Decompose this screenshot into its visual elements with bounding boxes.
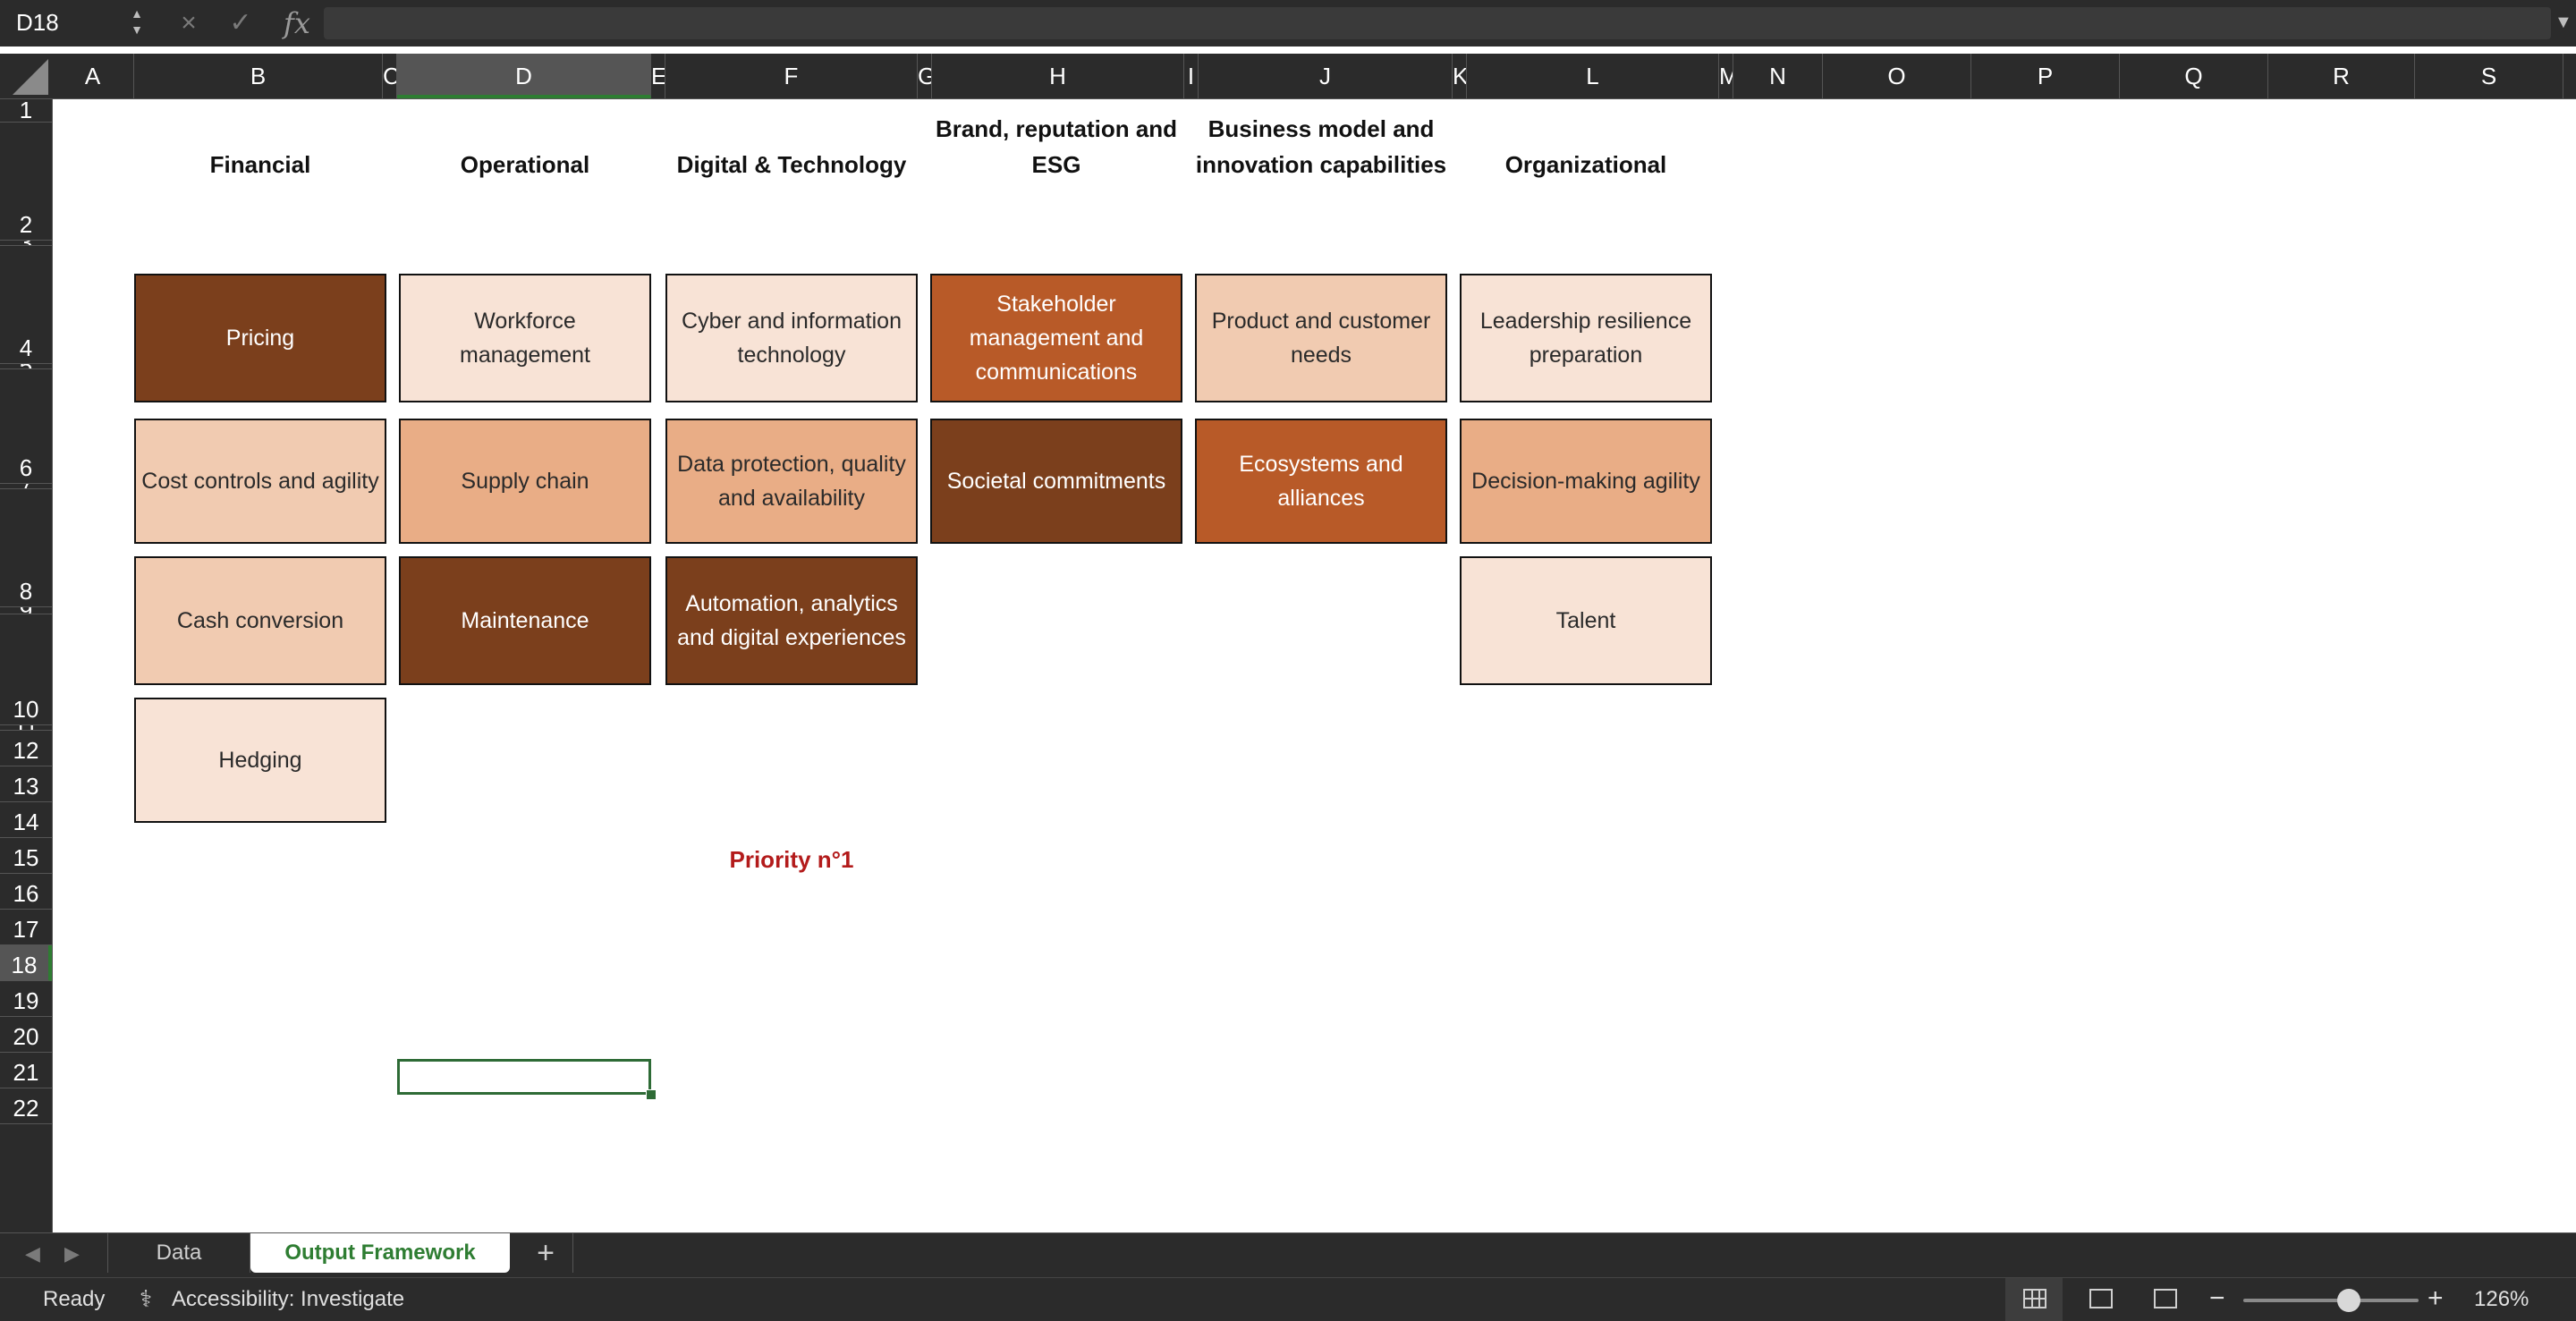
add-sheet-button[interactable]: + [519,1233,573,1273]
sheet-tab-bar: ◀ ▶ Data Output Framework + [0,1232,2576,1278]
zoom-slider-thumb[interactable] [2336,1289,2360,1312]
row-header-20[interactable]: 20 [0,1017,52,1053]
column-header-r[interactable]: R [2268,54,2415,98]
tile-supply-chain[interactable]: Supply chain [399,419,651,544]
row-header-5[interactable]: 5 [0,364,52,369]
category-title-operational[interactable]: Operational [460,151,590,178]
name-box-stepper-icon[interactable]: ▲▼ [131,6,143,37]
category-title-organizational[interactable]: Organizational [1504,151,1667,178]
tile-hedging[interactable]: Hedging [134,698,386,823]
column-header-m[interactable]: M [1719,54,1733,98]
category-title-digital[interactable]: Digital & Technology [676,151,907,178]
tile-maintenance[interactable]: Maintenance [399,556,651,685]
column-header-l[interactable]: L [1467,54,1719,98]
zoom-out-button[interactable]: − [2209,1283,2225,1313]
row-headers: 12345678910111213141516171819202122 [0,99,53,1232]
row-header-4[interactable]: 4 [0,246,52,364]
tile-workforce-management[interactable]: Workforce management [399,274,651,402]
column-header-p[interactable]: P [1971,54,2120,98]
category-title-brand[interactable]: Brand, reputation and ESG [935,115,1178,178]
next-sheet-icon[interactable]: ▶ [64,1242,80,1265]
row-header-7[interactable]: 7 [0,484,52,489]
column-header-k[interactable]: K [1453,54,1467,98]
column-header-b[interactable]: B [134,54,383,98]
row-header-9[interactable]: 9 [0,607,52,614]
tile-stakeholder-management[interactable]: Stakeholder management and communication… [930,274,1182,402]
column-header-f[interactable]: F [665,54,918,98]
row-header-17[interactable]: 17 [0,910,52,945]
priority-label[interactable]: Priority n°1 [729,846,854,873]
row-header-16[interactable]: 16 [0,874,52,910]
tile-pricing[interactable]: Pricing [134,274,386,402]
status-bar: Ready ⚕ Accessibility: Investigate − + 1… [0,1277,2576,1321]
sheet-tab-output-framework[interactable]: Output Framework [250,1233,510,1273]
row-header-18[interactable]: 18 [0,945,52,981]
page-layout-icon[interactable] [2089,1289,2113,1308]
tile-ecosystems-alliances[interactable]: Ecosystems and alliances [1195,419,1447,544]
column-header-n[interactable]: N [1733,54,1823,98]
row-header-15[interactable]: 15 [0,838,52,874]
tile-leadership-resilience[interactable]: Leadership resilience preparation [1460,274,1712,402]
row-header-1[interactable]: 1 [0,99,52,123]
function-icon[interactable]: fx [284,6,310,40]
row-header-10[interactable]: 10 [0,614,52,725]
category-title-business-model[interactable]: Business model and innovation capabiliti… [1195,115,1447,178]
tile-decision-making-agility[interactable]: Decision-making agility [1460,419,1712,544]
tile-societal-commitments[interactable]: Societal commitments [930,419,1182,544]
column-header-a[interactable]: A [52,54,134,98]
sheet-tab-data[interactable]: Data [107,1233,250,1273]
row-header-12[interactable]: 12 [0,731,52,766]
formula-bar: D18 ▲▼ × ✓ fx ▼ [0,0,2576,47]
accessibility-icon[interactable]: ⚕ [140,1285,153,1312]
zoom-slider-track[interactable] [2243,1299,2419,1302]
sheet-grid[interactable]: ABCDEFGHIJKLMNOPQRS 12345678910111213141… [0,47,2576,1232]
formula-input[interactable] [324,7,2551,39]
row-header-2[interactable]: 2 [0,123,52,241]
column-header-s[interactable]: S [2415,54,2563,98]
fill-handle[interactable] [646,1089,657,1100]
row-header-21[interactable]: 21 [0,1053,52,1088]
previous-sheet-icon[interactable]: ◀ [25,1242,40,1265]
column-header-d[interactable]: D [397,54,651,98]
chevron-down-icon[interactable]: ▼ [2555,13,2572,32]
accessibility-status[interactable]: Accessibility: Investigate [172,1287,405,1311]
column-header-o[interactable]: O [1823,54,1971,98]
zoom-in-button[interactable]: + [2428,1283,2444,1313]
row-header-13[interactable]: 13 [0,766,52,802]
row-header-11[interactable]: 11 [0,725,52,731]
tile-automation-analytics[interactable]: Automation, analytics and digital experi… [665,556,918,685]
column-header-g[interactable]: G [918,54,932,98]
column-header-j[interactable]: J [1199,54,1453,98]
enter-icon[interactable]: ✓ [229,8,252,38]
page-break-icon[interactable] [2154,1289,2177,1308]
grid-view-icon [2023,1289,2046,1308]
name-box[interactable]: D18 ▲▼ [0,0,154,47]
cancel-icon[interactable]: × [181,8,197,38]
tile-cash-conversion[interactable]: Cash conversion [134,556,386,685]
tile-cyber-it[interactable]: Cyber and information technology [665,274,918,402]
status-text: Ready [43,1287,106,1311]
normal-view-button[interactable] [2005,1278,2063,1321]
column-header-i[interactable]: I [1184,54,1199,98]
zoom-level[interactable]: 126% [2474,1287,2529,1311]
row-header-14[interactable]: 14 [0,802,52,838]
column-header-c[interactable]: C [383,54,397,98]
column-header-e[interactable]: E [651,54,665,98]
column-header-q[interactable]: Q [2120,54,2268,98]
select-all-button[interactable] [0,54,53,99]
category-title-financial[interactable]: Financial [209,151,311,178]
column-headers: ABCDEFGHIJKLMNOPQRS [52,54,2576,99]
row-header-6[interactable]: 6 [0,369,52,484]
tile-talent[interactable]: Talent [1460,556,1712,685]
column-header-h[interactable]: H [932,54,1184,98]
row-header-8[interactable]: 8 [0,489,52,607]
tile-data-protection[interactable]: Data protection, quality and availabilit… [665,419,918,544]
row-header-3[interactable]: 3 [0,241,52,246]
name-box-value: D18 [16,9,59,36]
row-header-19[interactable]: 19 [0,981,52,1017]
row-header-22[interactable]: 22 [0,1088,52,1124]
tile-cost-controls[interactable]: Cost controls and agility [134,419,386,544]
tile-product-customer-needs[interactable]: Product and customer needs [1195,274,1447,402]
selected-cell-d18[interactable] [397,1059,651,1095]
